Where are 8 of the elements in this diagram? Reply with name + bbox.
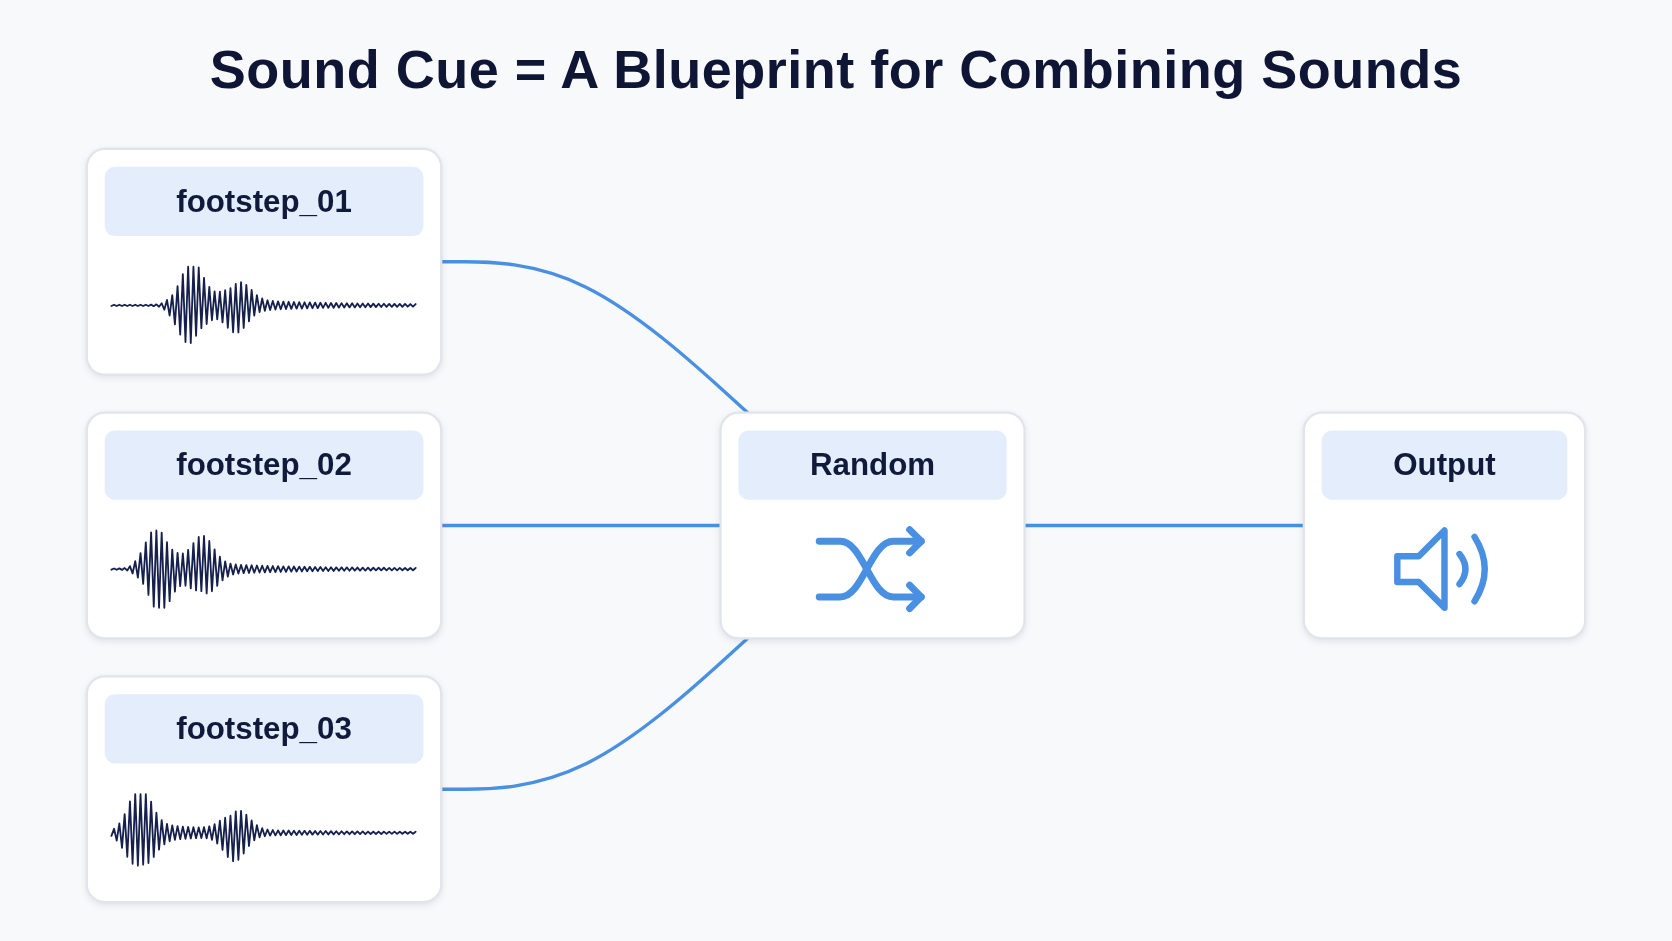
connector	[1024, 523, 1304, 528]
node-box: footstep_01	[85, 147, 443, 376]
node-box: Output	[1302, 411, 1587, 640]
diagram-title: Sound Cue = A Blueprint for Combining Sounds	[208, 38, 1464, 100]
node-box: footstep_03	[85, 675, 443, 904]
node-box: footstep_02	[85, 411, 443, 640]
connector	[441, 523, 721, 528]
node-box: Random	[719, 411, 1026, 640]
